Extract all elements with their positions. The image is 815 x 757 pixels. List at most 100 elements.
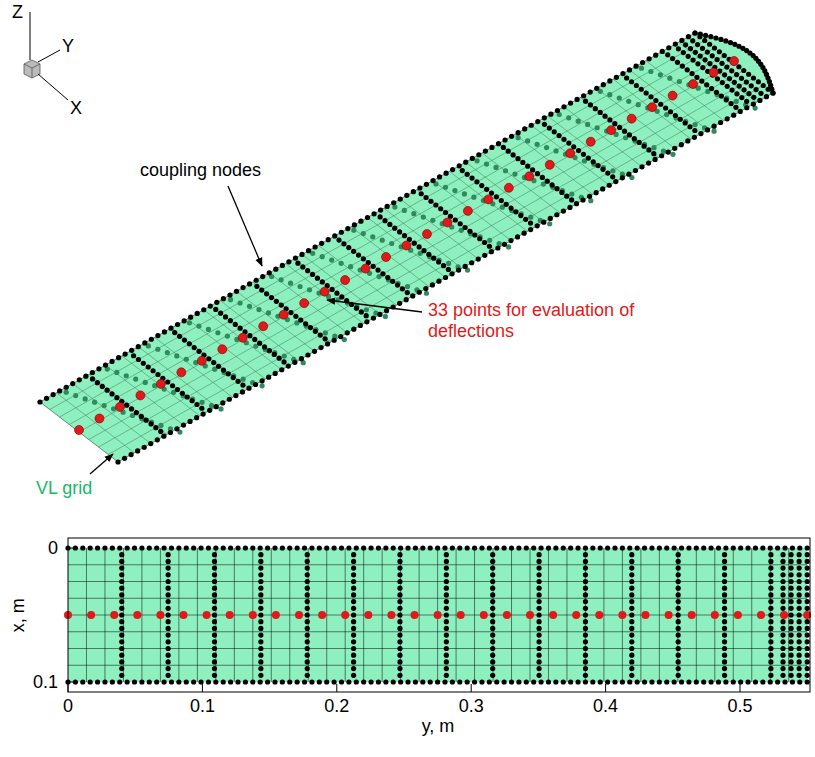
coupling-node xyxy=(339,230,344,235)
coupling-node xyxy=(594,190,599,195)
coupling-node xyxy=(607,117,612,122)
coupling-node xyxy=(494,679,499,684)
coupling-node xyxy=(728,101,733,106)
coupling-node xyxy=(695,61,700,66)
coupling-node xyxy=(583,592,588,597)
coupling-node xyxy=(524,679,529,684)
vl-grid-line xyxy=(499,144,577,204)
coupling-node xyxy=(351,572,356,577)
surface-point xyxy=(370,234,375,239)
coupling-node xyxy=(709,86,714,91)
coupling-node xyxy=(444,552,449,557)
coupling-node xyxy=(102,679,107,684)
deflection-point xyxy=(300,299,309,308)
coupling-node xyxy=(460,168,465,173)
coupling-node xyxy=(788,592,793,597)
coupling-node xyxy=(253,382,258,387)
coupling-node xyxy=(780,592,785,597)
deflection-point xyxy=(320,287,329,296)
deflection-point xyxy=(238,333,247,342)
deflection-point xyxy=(364,611,372,619)
surface-point xyxy=(474,158,479,163)
coupling-node xyxy=(212,586,217,591)
coupling-node xyxy=(561,137,566,142)
coupling-node xyxy=(768,673,773,678)
coupling-node xyxy=(739,76,744,81)
coupling-node xyxy=(780,566,785,571)
coupling-node xyxy=(109,359,114,364)
coupling-node xyxy=(273,267,278,272)
coupling-node xyxy=(352,222,357,227)
coupling-node xyxy=(258,586,263,591)
coupling-node xyxy=(212,626,217,631)
coupling-node xyxy=(258,572,263,577)
coupling-node xyxy=(220,400,225,405)
surface-point xyxy=(329,257,334,262)
coupling-node xyxy=(257,341,262,346)
deflection-point xyxy=(434,611,442,619)
coupling-node xyxy=(732,80,737,85)
coupling-node xyxy=(162,329,167,334)
coupling-node xyxy=(775,545,780,550)
coupling-node xyxy=(313,329,318,334)
deflection-point xyxy=(665,611,673,619)
surface-point xyxy=(143,380,148,385)
coupling-node xyxy=(195,311,200,316)
coupling-node xyxy=(465,172,470,177)
coupling-node xyxy=(115,459,120,464)
coupling-node xyxy=(797,679,802,684)
coupling-node xyxy=(476,152,481,157)
coupling-node xyxy=(312,349,317,354)
coupling-node xyxy=(727,76,732,81)
coupling-node xyxy=(279,367,284,372)
coupling-node xyxy=(166,559,171,564)
coupling-node xyxy=(187,419,192,424)
coupling-node xyxy=(212,579,217,584)
coupling-node xyxy=(286,259,291,264)
coupling-node xyxy=(305,606,310,611)
deflection-point xyxy=(457,611,465,619)
coupling-node xyxy=(788,626,793,631)
coupling-node xyxy=(95,380,100,385)
coupling-node xyxy=(716,545,721,550)
deflection-point xyxy=(618,611,626,619)
coupling-node xyxy=(670,56,675,61)
coupling-node xyxy=(536,626,541,631)
coupling-node xyxy=(235,379,240,384)
coupling-node xyxy=(605,679,610,684)
coupling-node xyxy=(788,572,793,577)
coupling-node xyxy=(272,352,277,357)
coupling-node xyxy=(351,559,356,564)
coupling-node xyxy=(199,406,204,411)
coupling-node xyxy=(676,592,681,597)
coupling-node xyxy=(629,619,634,624)
coupling-node xyxy=(148,421,153,426)
surface-point xyxy=(452,188,457,193)
coupling-node xyxy=(305,572,310,577)
coupling-node xyxy=(620,679,625,684)
coupling-node xyxy=(64,385,69,390)
coupling-node xyxy=(404,297,409,302)
coupling-node xyxy=(490,579,495,584)
callout-text: coupling nodes xyxy=(140,160,261,181)
coupling-node xyxy=(212,552,217,557)
surface-point xyxy=(102,403,107,408)
coupling-node xyxy=(760,679,765,684)
coupling-node xyxy=(398,679,403,684)
triad-cube xyxy=(24,60,40,78)
coupling-node xyxy=(212,592,217,597)
coupling-node xyxy=(258,552,263,557)
coupling-node xyxy=(442,679,447,684)
coupling-node xyxy=(797,653,802,658)
coupling-node xyxy=(332,545,337,550)
deflection-point xyxy=(156,379,165,388)
coupling-node xyxy=(196,349,201,354)
coupling-node xyxy=(583,633,588,638)
coupling-node xyxy=(231,375,236,380)
deflection-point xyxy=(484,195,493,204)
deflection-point xyxy=(115,402,124,411)
coupling-node xyxy=(502,545,507,550)
coupling-node xyxy=(676,659,681,664)
coupling-node xyxy=(351,659,356,664)
vl-grid-line xyxy=(433,181,511,241)
